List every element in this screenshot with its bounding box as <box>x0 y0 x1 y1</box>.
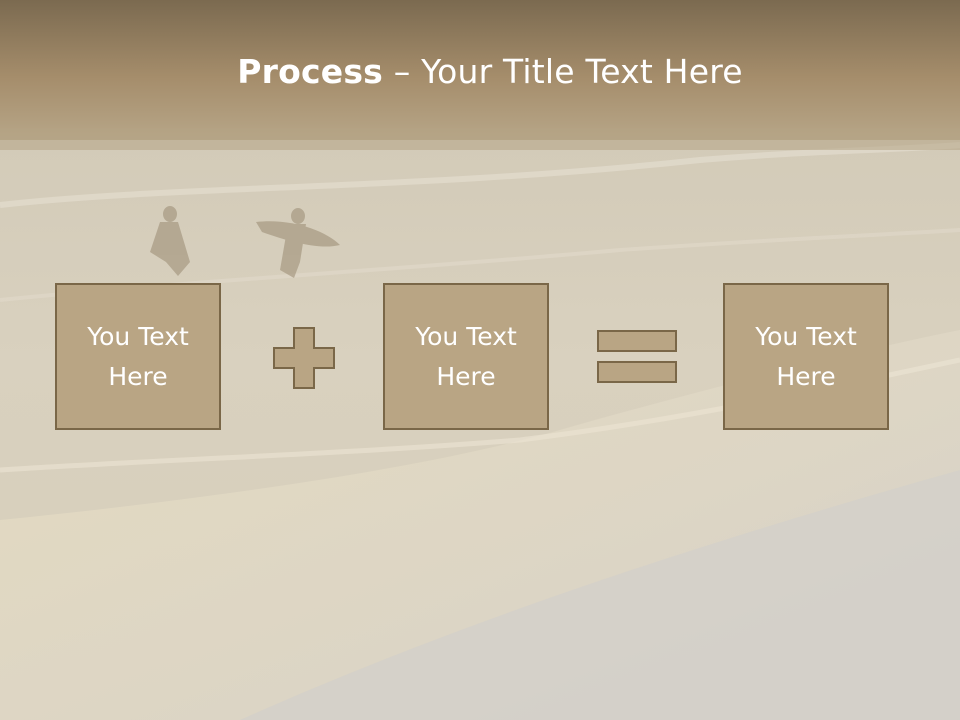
process-box-3-text: You Text Here <box>755 321 857 391</box>
title-rest: – Your Title Text Here <box>383 52 743 91</box>
process-box-3[interactable]: You Text Here <box>723 283 889 430</box>
surfers-silhouette <box>150 206 340 278</box>
process-box-1[interactable]: You Text Here <box>55 283 221 430</box>
process-box-2[interactable]: You Text Here <box>383 283 549 430</box>
process-box-1-text: You Text Here <box>87 321 189 391</box>
plus-icon <box>273 327 335 389</box>
title-bold: Process <box>237 52 384 91</box>
equals-icon <box>597 330 677 383</box>
process-box-2-text: You Text Here <box>415 321 517 391</box>
slide-title: Process – Your Title Text Here <box>0 52 960 91</box>
